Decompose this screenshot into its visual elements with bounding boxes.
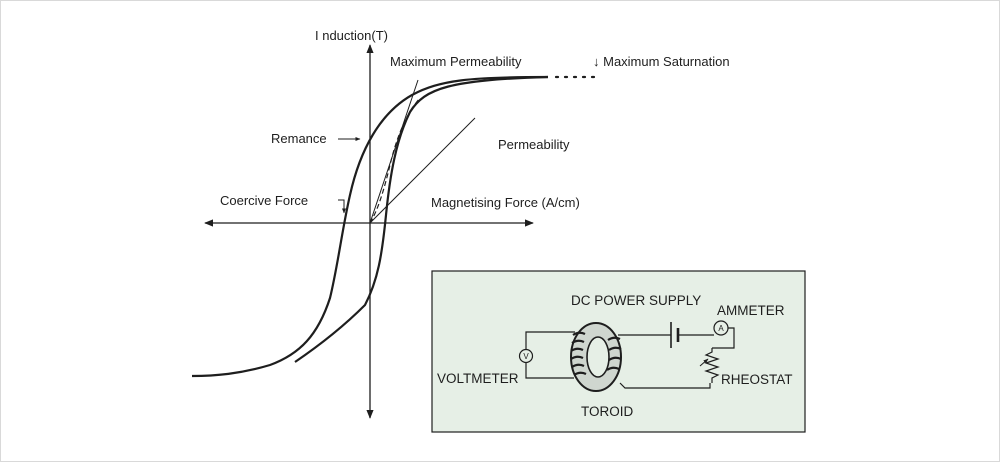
ammeter-symbol bbox=[713, 320, 729, 336]
voltmeter-symbol-letter: V bbox=[523, 352, 529, 361]
ammeter-label: AMMETER bbox=[717, 303, 785, 318]
permeability-line bbox=[369, 117, 476, 224]
dc-power-supply-label: DC POWER SUPPLY bbox=[571, 293, 701, 308]
coercive-force-label: Coercive Force bbox=[220, 193, 308, 208]
rheostat-symbol bbox=[704, 348, 720, 383]
initial-magnetisation-curve bbox=[369, 97, 421, 224]
x-axis-label: Magnetising Force (A/cm) bbox=[431, 195, 580, 210]
rheostat-label: RHEOSTAT bbox=[721, 372, 793, 387]
ammeter-symbol-letter: A bbox=[718, 324, 724, 333]
permeability-label: Permeability bbox=[498, 137, 570, 152]
hysteresis-descending-branch bbox=[191, 75, 549, 378]
max-permeability-label: Maximum Permeability bbox=[390, 54, 522, 69]
coercive-force-arrow bbox=[338, 199, 346, 214]
max-permeability-line bbox=[369, 79, 419, 224]
rheostat-wiper-arrow bbox=[699, 358, 709, 367]
battery-symbol bbox=[670, 322, 680, 348]
toroid-label: TOROID bbox=[581, 404, 634, 419]
max-saturation-label: ↓ Maximum Saturnation bbox=[593, 54, 730, 69]
voltmeter-symbol bbox=[518, 348, 534, 364]
remance-label: Remance bbox=[271, 131, 327, 146]
y-axis-label: I nduction(T) bbox=[315, 28, 388, 43]
voltmeter-label: VOLTMETER bbox=[437, 371, 519, 386]
toroid-symbol bbox=[570, 322, 622, 392]
test-circuit-inset: A V DC POWER SUPPLY A bbox=[431, 270, 806, 433]
hysteresis-ascending-branch bbox=[294, 75, 549, 363]
